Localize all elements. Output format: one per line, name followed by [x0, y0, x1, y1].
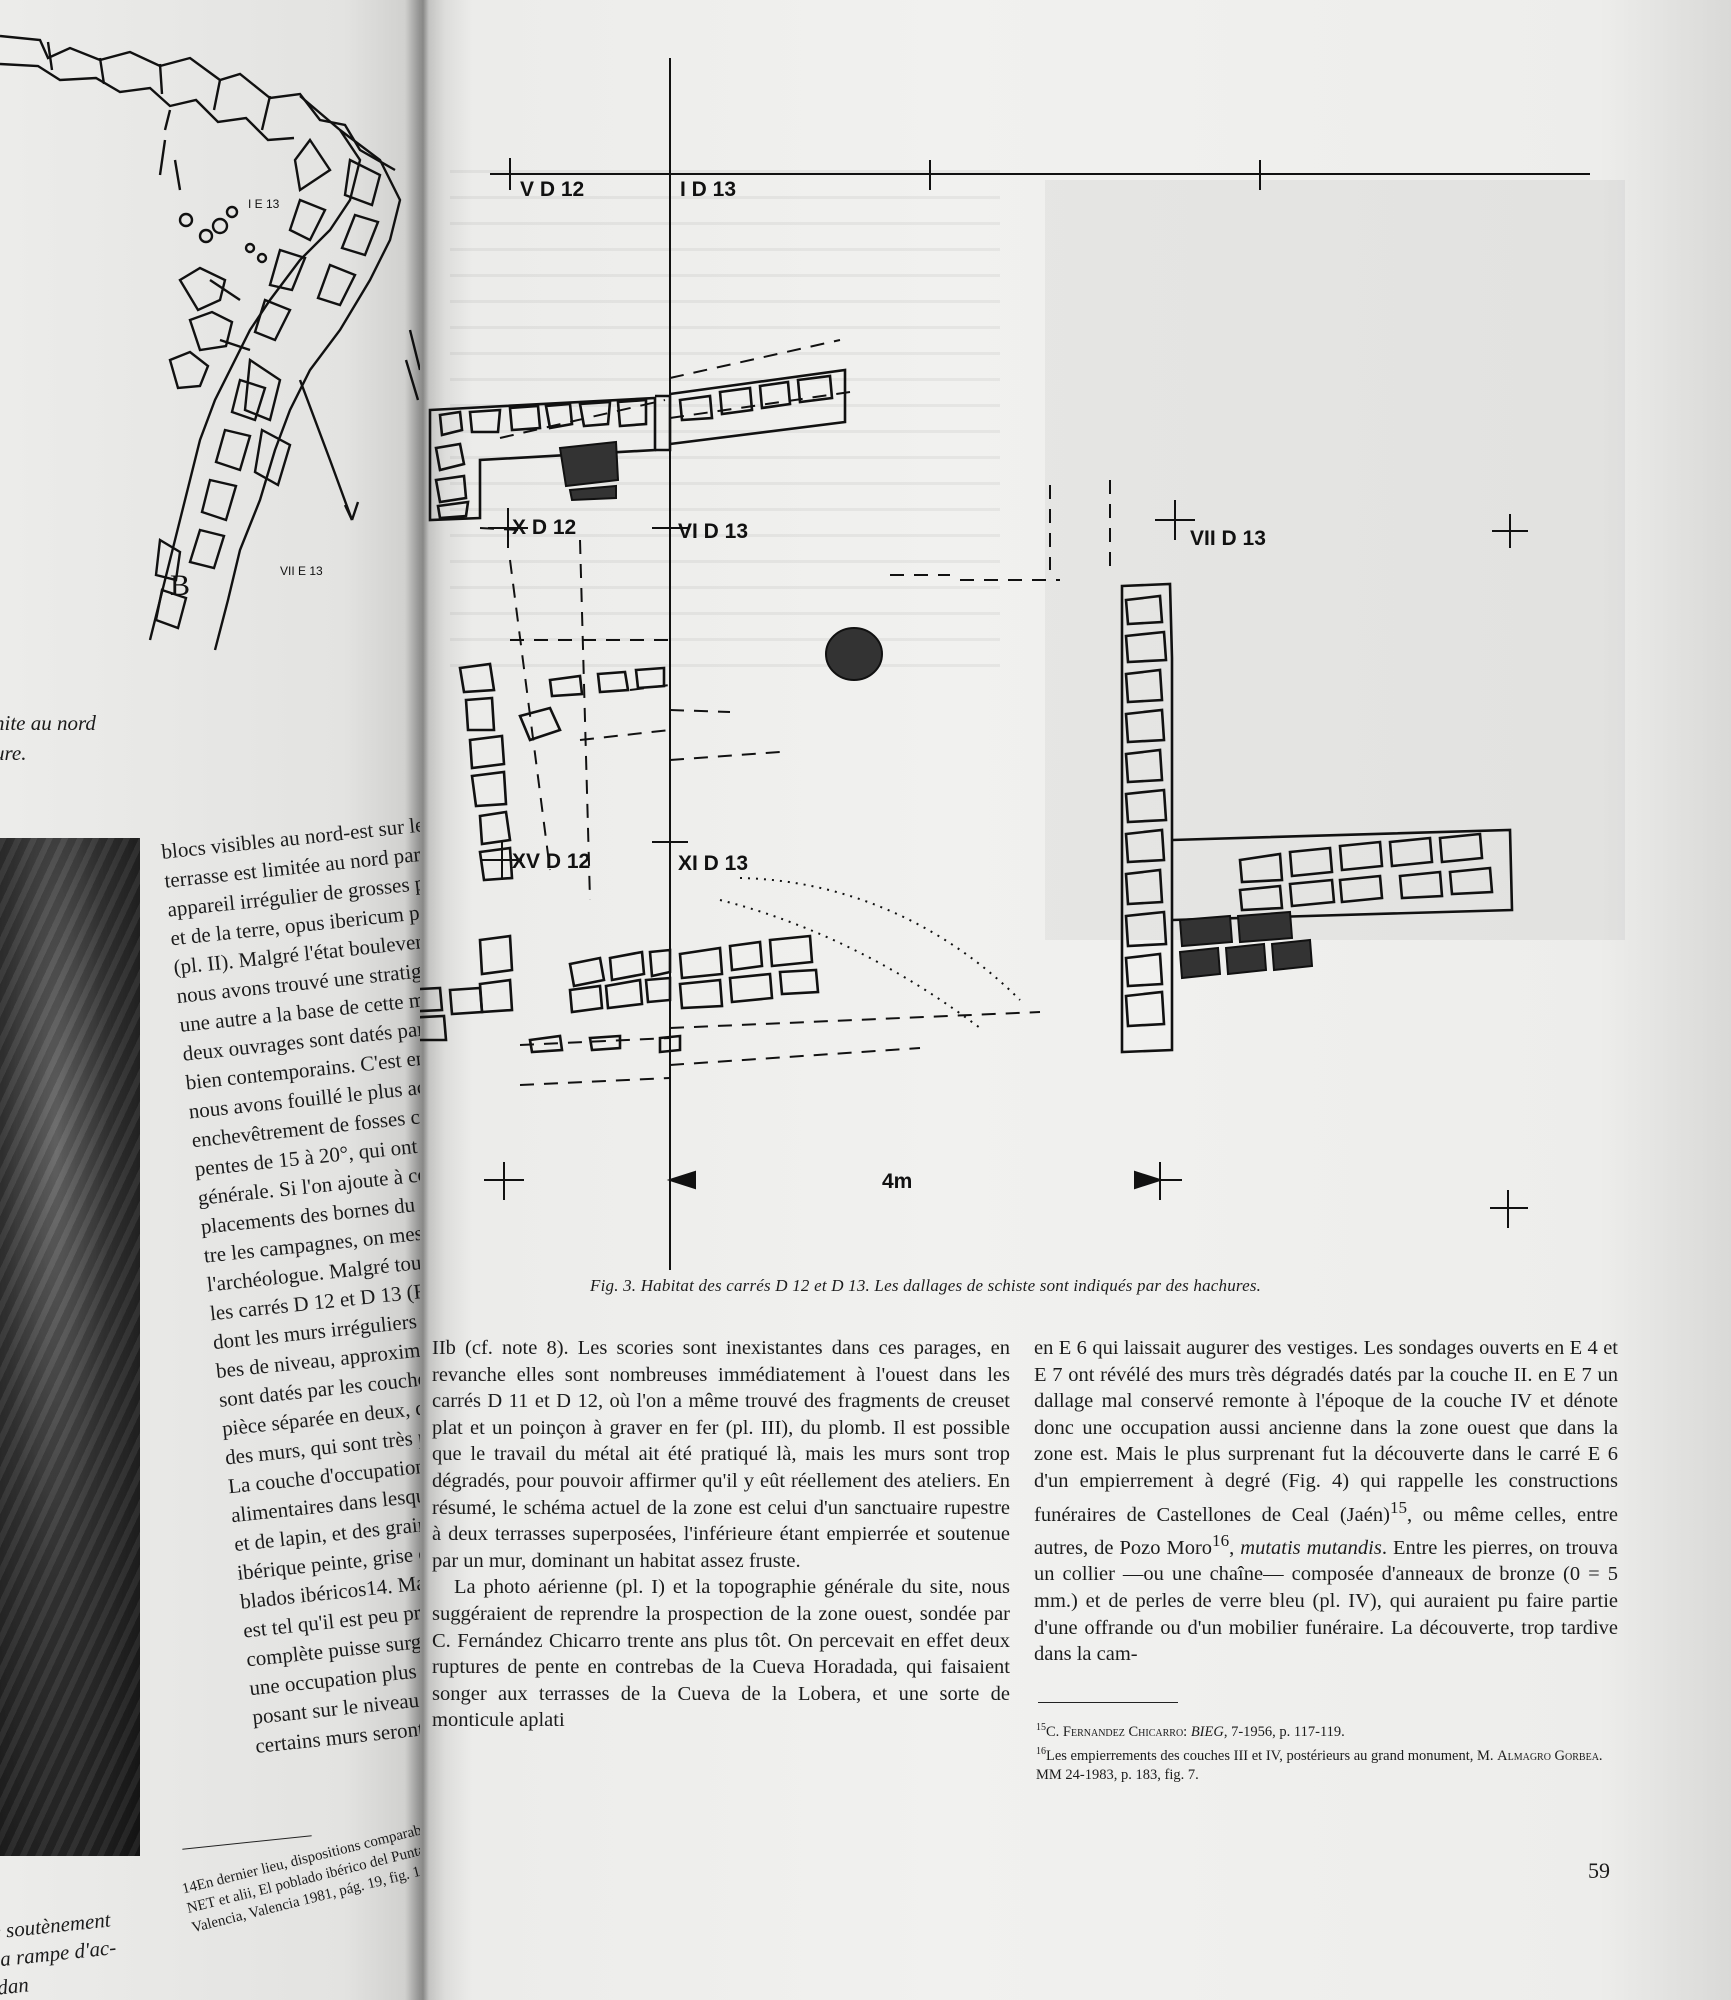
page-number: 59 [1588, 1858, 1610, 1883]
paragraph: La photo aérienne (pl. I) et la topograp… [432, 1576, 1010, 1732]
footnote-ref-16[interactable]: 16 [1212, 1530, 1230, 1550]
grid-label-vid13: VI D 13 [678, 520, 748, 543]
left-footnote-rule [182, 1835, 312, 1850]
grid-label-xd12: X D 12 [512, 516, 576, 539]
footnote-15: 15C. Fernandez Chicarro: BIEG, 7-1956, p… [1036, 1722, 1345, 1740]
grid-cross [482, 840, 522, 880]
right-page [420, 0, 1731, 2000]
paragraph: en E 6 qui laissait augurer des vestiges… [1034, 1337, 1619, 1666]
plan-label-ie13: I E 13 [248, 197, 280, 211]
grid-label-xvd12: XV D 12 [512, 850, 590, 873]
plan-label-viie13: VII E 13 [280, 564, 323, 578]
left-page-body-text: blocs visibles au nord-est sur le plan (… [160, 804, 430, 1758]
grid-label-id13: I D 13 [680, 178, 736, 201]
grid-cross [1492, 514, 1528, 548]
grid-label-vd12: V D 12 [520, 178, 584, 201]
grid-label-xid13: XI D 13 [678, 852, 748, 875]
grid-cross [492, 158, 528, 190]
left-caption-bottom: e soutènement la rampe d'ac- dan [0, 1907, 118, 2000]
left-caption-top: nite au nord ure. [0, 711, 96, 765]
book-gutter [405, 0, 445, 2000]
grid-cross [484, 1162, 524, 1200]
body-column-right: en E 6 qui laissait augurer des vestiges… [1034, 1335, 1618, 1668]
plan-label-b: B [170, 569, 190, 602]
footnote-ref-15[interactable]: 15 [1389, 1497, 1408, 1517]
figure-caption: Fig. 3. Habitat des carrés D 12 et D 13.… [590, 1276, 1262, 1295]
grid-label-viid13: VII D 13 [1190, 527, 1266, 550]
body-column-left: IIb (cf. note 8). Les scories sont inexi… [432, 1335, 1010, 1734]
footnote-rule [1038, 1702, 1178, 1703]
grid-cross [488, 508, 528, 548]
photo-terrace-wall [0, 838, 140, 1856]
footnotes: 15C. Fernandez Chicarro: BIEG, 7-1956, p… [1036, 1718, 1620, 1785]
figure-3-plan: V D 12 I D 13 X D 12 VI D 13 VII D 13 XV… [420, 58, 1590, 1270]
paragraph: IIb (cf. note 8). Les scories sont inexi… [432, 1337, 1010, 1572]
left-page: B I E 13 VII E 13 nite au nord ure. bloc… [0, 0, 430, 2000]
grid-cross [1155, 500, 1195, 540]
show-through-block [1045, 180, 1625, 940]
scale-label: 4m [882, 1170, 912, 1193]
footnote-16: 16Les empierrements des couches III et I… [1036, 1745, 1603, 1783]
site-plan-sketch: B I E 13 VII E 13 [0, 34, 422, 651]
grid-cross [1490, 1190, 1528, 1228]
show-through-text [450, 170, 1000, 690]
